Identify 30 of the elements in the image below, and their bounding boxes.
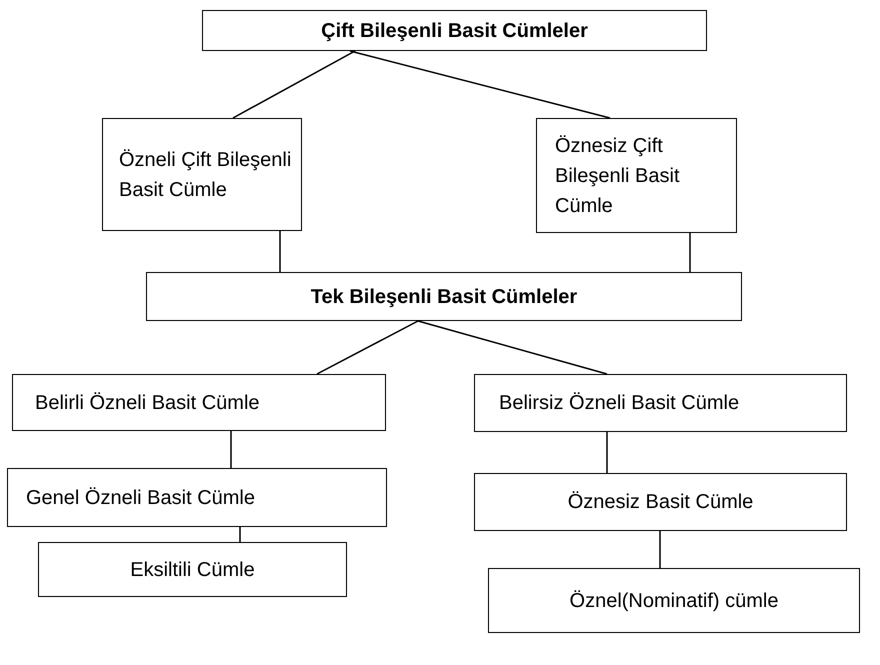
node-label: Çift Bileşenli Basit Cümleler xyxy=(321,18,588,44)
text-box xyxy=(7,468,387,527)
text-box xyxy=(38,542,347,597)
node-label: Eksiltili Cümle xyxy=(130,558,255,582)
node-label: Öznesiz Basit Cümle xyxy=(568,490,754,515)
connector-line xyxy=(230,431,232,468)
connector-line xyxy=(606,432,608,473)
text-box xyxy=(474,374,847,432)
text-box xyxy=(474,473,847,531)
connector-line xyxy=(232,50,356,119)
node-label: Özneli Çift Bileşenli Basit Cümle xyxy=(119,148,292,202)
connector-line xyxy=(239,527,241,542)
node-label: Öznesiz Çift Bileşenli Basit Cümle xyxy=(555,134,681,218)
text-box xyxy=(12,374,386,431)
text-box xyxy=(202,10,707,51)
node-label: Belirsiz Özneli Basit Cümle xyxy=(499,391,740,416)
node-label: Öznel(Nominatif) cümle xyxy=(570,588,778,614)
text-box xyxy=(146,272,742,321)
connector-line xyxy=(689,233,691,272)
text-box xyxy=(488,568,860,633)
node-label: Belirli Özneli Basit Cümle xyxy=(35,390,260,416)
node-label: Genel Özneli Basit Cümle xyxy=(26,486,255,510)
connector-line xyxy=(279,231,281,272)
connector-line xyxy=(350,50,610,119)
text-box xyxy=(536,118,737,233)
connector-line xyxy=(659,531,661,568)
node-label: Tek Bileşenli Basit Cümleler xyxy=(310,284,578,310)
connector-line xyxy=(316,320,418,375)
connector-line xyxy=(418,320,608,375)
text-box xyxy=(102,118,302,231)
